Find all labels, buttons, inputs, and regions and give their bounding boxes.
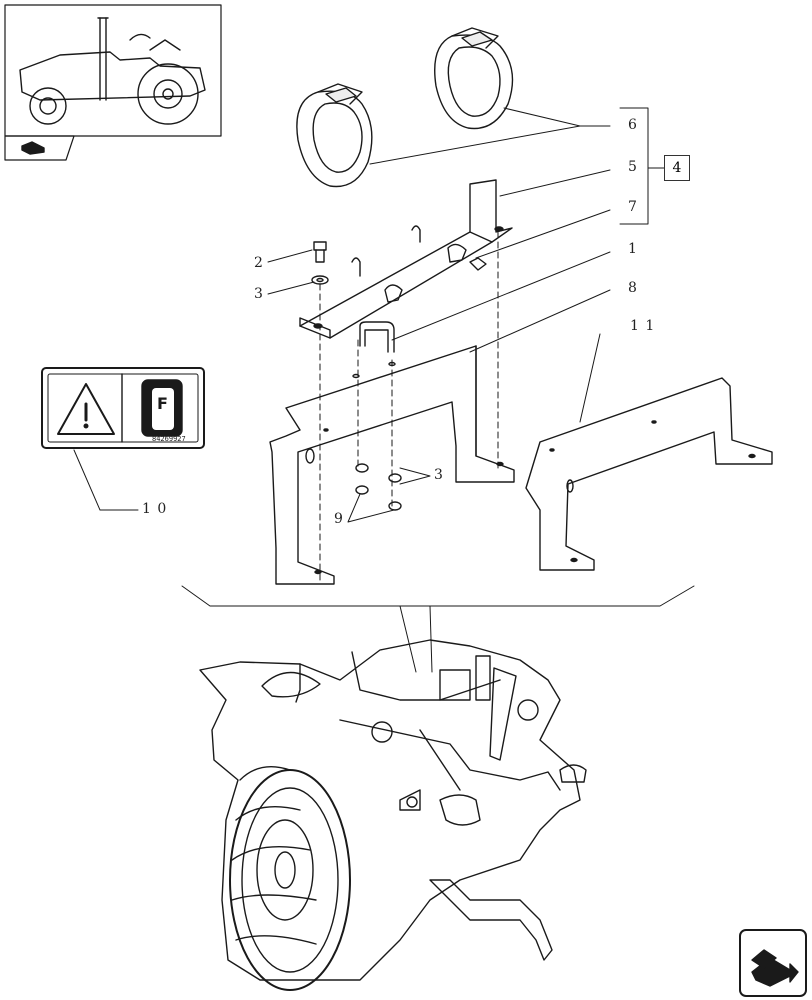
view-direction-icon[interactable] (4, 135, 75, 161)
callout-7[interactable]: 7 (628, 199, 638, 215)
assembly-lines (319, 231, 499, 581)
callout-6[interactable]: 6 (628, 117, 638, 133)
bolt-part-2 (313, 241, 327, 263)
u-bolt (359, 321, 395, 353)
hose-clamp-left (296, 83, 373, 188)
callout-11[interactable]: 1 1 (630, 318, 656, 334)
callout-10[interactable]: 1 0 (142, 501, 168, 517)
hose-clamp-right (434, 27, 514, 130)
bracket-bolt (469, 257, 487, 271)
next-page-button[interactable] (739, 929, 807, 997)
decal-fuel-symbol: F (157, 394, 168, 413)
callout-1[interactable]: 1 (628, 241, 638, 257)
callout-3-lower[interactable]: 3 (434, 467, 444, 483)
decal-part-code: 84269927 (152, 435, 186, 443)
callout-3-top[interactable]: 3 (254, 286, 264, 302)
callout-connector (181, 585, 695, 673)
tractor-rear-view[interactable] (199, 639, 587, 991)
callout-5[interactable]: 5 (628, 159, 638, 175)
warning-decal[interactable] (41, 367, 205, 449)
leader-lines (73, 107, 665, 523)
callout-2[interactable]: 2 (254, 255, 264, 271)
washers-and-nuts (355, 463, 402, 511)
callout-9[interactable]: 9 (334, 511, 344, 527)
callout-4-box[interactable]: 4 (664, 155, 690, 181)
washer-part-3 (311, 275, 329, 285)
callout-8[interactable]: 8 (628, 280, 638, 296)
support-bracket-11 (525, 377, 773, 571)
tractor-thumbnail[interactable] (4, 4, 222, 137)
